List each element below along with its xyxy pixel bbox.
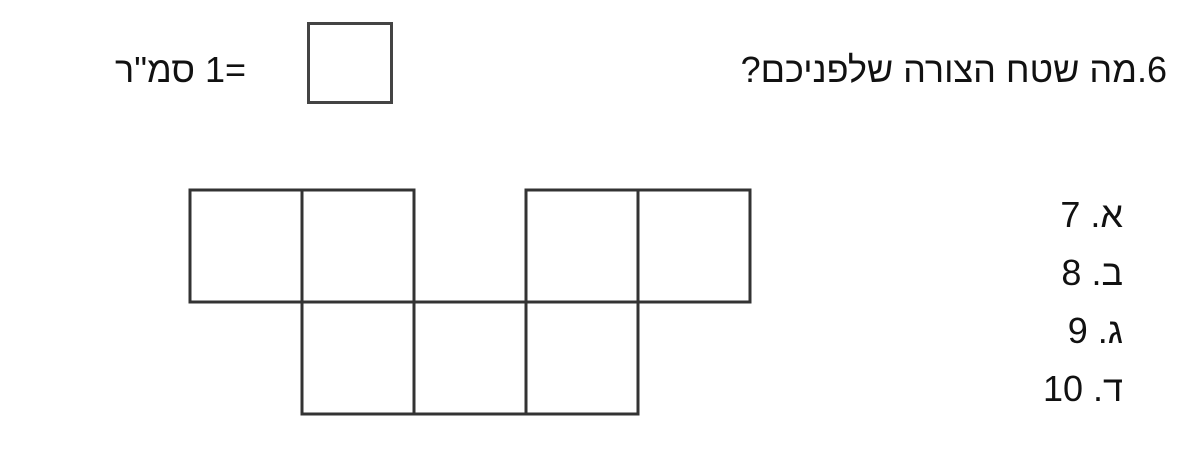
option-d[interactable]: ד. 10 [1043,366,1123,424]
option-a[interactable]: א. 7 [1043,192,1123,250]
option-label: ד. [1093,368,1123,409]
shape-square [524,300,640,416]
option-value: 8 [1061,252,1082,293]
shape-square [412,300,528,416]
shape-square [524,188,640,304]
option-b[interactable]: ב. 8 [1043,250,1123,308]
option-c[interactable]: ג. 9 [1043,308,1123,366]
option-label: ג. [1097,310,1123,351]
option-value: 10 [1042,368,1084,409]
option-label: א. [1090,194,1123,235]
answer-options: א. 7 ב. 8 ג. 9 ד. 10 [1043,192,1123,424]
shape-square [300,300,416,416]
option-value: 7 [1060,194,1081,235]
shape-square [636,188,752,304]
shape-square [300,188,416,304]
shape-square [188,188,304,304]
shape-squares [188,188,752,416]
unit-legend-text: =1 סמ"ר [115,49,247,90]
option-value: 9 [1067,310,1088,351]
question-text: 6.מה שטח הצורה שלפניכם? [740,49,1167,90]
unit-square-legend [307,22,393,104]
option-label: ב. [1091,252,1123,293]
